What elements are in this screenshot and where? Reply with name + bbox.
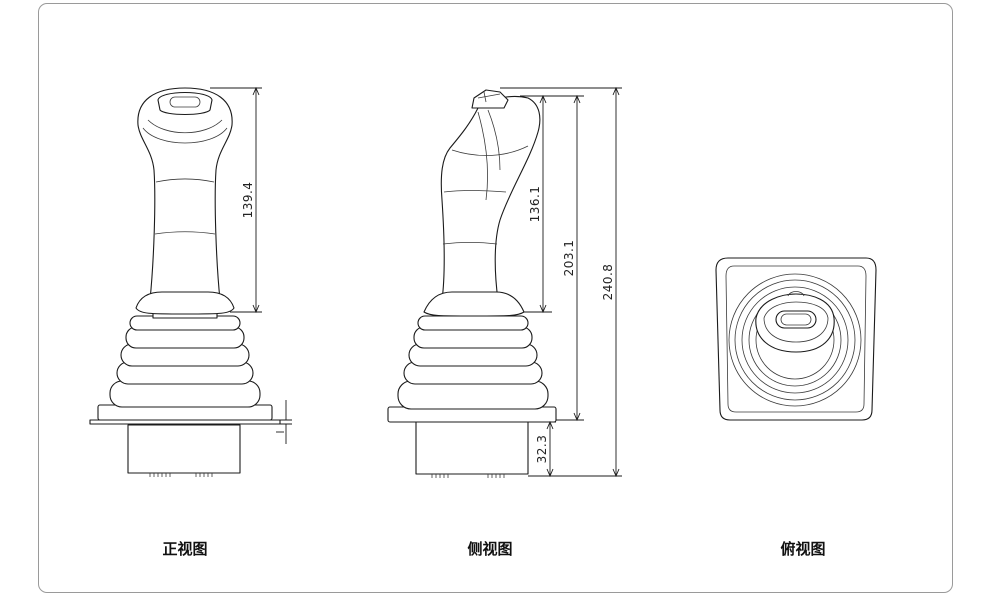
side-top-button <box>471 89 509 109</box>
front-button-cap <box>169 96 201 108</box>
front-dim-label: 139.4 <box>241 182 255 219</box>
side-dim-203-1 <box>528 94 584 422</box>
front-top-button <box>157 92 213 116</box>
top-handle-inner <box>763 301 829 343</box>
side-dim-240-8 <box>500 86 622 478</box>
side-dim-label-1: 136.1 <box>528 186 542 223</box>
top-button <box>775 310 817 329</box>
side-view-caption: 侧视图 <box>467 540 513 558</box>
top-view <box>715 257 877 421</box>
side-dim-label-2: 203.1 <box>562 240 576 277</box>
front-grip-bands <box>142 119 228 235</box>
front-handle-grip <box>137 87 233 301</box>
top-button-cap <box>780 313 812 326</box>
top-view-caption: 俯视图 <box>780 540 826 558</box>
front-base-body <box>127 424 241 474</box>
front-view: 139.4 <box>89 86 292 477</box>
side-grip-bands <box>442 109 529 245</box>
front-connector-pins <box>149 473 213 477</box>
side-dim-32-3 <box>528 420 556 478</box>
top-bellows-rings <box>728 273 862 407</box>
front-mounting-plate <box>89 419 281 425</box>
front-bellows <box>109 315 261 408</box>
front-handle-collar <box>135 291 235 315</box>
front-view-caption: 正视图 <box>162 540 208 558</box>
side-handle-collar <box>423 291 525 317</box>
front-dim-139-4 <box>210 86 262 314</box>
top-button-tab <box>787 291 805 297</box>
side-connector-pins <box>431 474 505 478</box>
side-dim-label-4: 32.3 <box>535 435 549 464</box>
top-flange-inner <box>725 265 867 413</box>
side-handle-grip <box>440 95 541 301</box>
side-base-body <box>415 421 529 475</box>
side-dim-label-3: 240.8 <box>601 264 615 301</box>
side-view: 136.1 203.1 240.8 32.3 <box>387 86 622 478</box>
side-bellows <box>397 315 549 410</box>
front-dim-flange <box>272 400 292 444</box>
